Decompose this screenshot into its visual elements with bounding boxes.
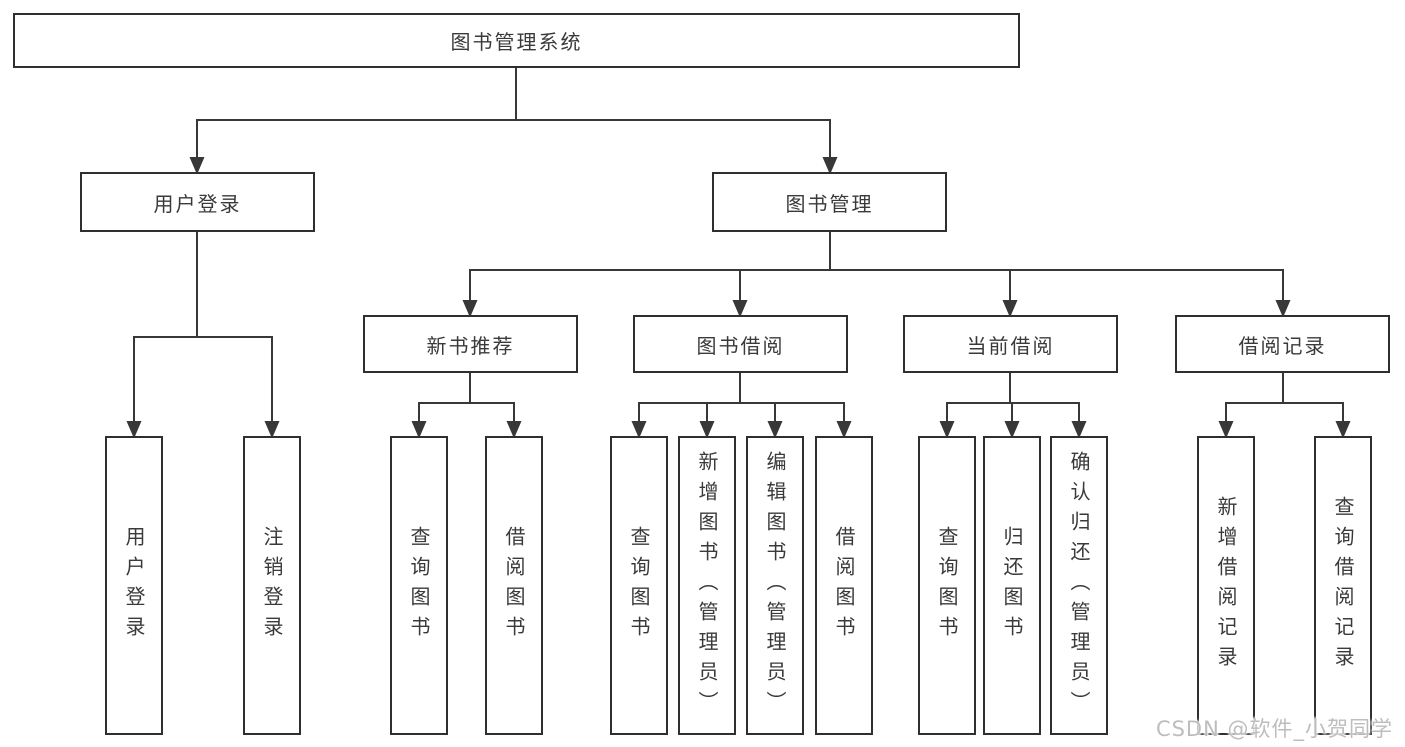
leaf-borrow-borrow-books-label: 借阅图书 <box>832 525 856 646</box>
csdn-watermark: CSDN @软件_小贺同学 <box>1155 717 1393 741</box>
node-book-borrow-label: 图书借阅 <box>696 333 785 358</box>
leaf-edit-book-admin: 编辑图书（管理员） <box>746 436 804 735</box>
node-current-borrow-label: 当前借阅 <box>966 333 1055 358</box>
leaf-borrow-borrow-books: 借阅图书 <box>815 436 873 735</box>
leaf-borrow-query-books-label: 查询图书 <box>627 525 651 646</box>
leaf-query-borrow-record-label: 查询借阅记录 <box>1331 495 1355 676</box>
leaf-confirm-return-admin: 确认归还（管理员） <box>1050 436 1108 735</box>
node-book-management: 图书管理 <box>712 172 947 232</box>
leaf-add-book-admin-label: 新增图书（管理员） <box>695 450 719 721</box>
node-root-label: 图书管理系统 <box>450 30 583 54</box>
node-borrow-records: 借阅记录 <box>1175 315 1390 373</box>
leaf-add-borrow-record-label: 新增借阅记录 <box>1214 495 1238 676</box>
node-borrow-records-label: 借阅记录 <box>1238 333 1327 358</box>
leaf-current-query-books: 查询图书 <box>918 436 976 735</box>
leaf-borrow-query-books: 查询图书 <box>610 436 668 735</box>
leaf-newbook-borrow-books: 借阅图书 <box>485 436 543 735</box>
node-root: 图书管理系统 <box>13 13 1020 68</box>
leaf-query-borrow-record: 查询借阅记录 <box>1314 436 1372 735</box>
leaf-newbook-query-books-label: 查询图书 <box>407 525 431 646</box>
leaf-logout: 注销登录 <box>243 436 301 735</box>
node-new-book-recommend: 新书推荐 <box>363 315 578 373</box>
node-user-login: 用户登录 <box>80 172 315 232</box>
node-book-borrow: 图书借阅 <box>633 315 848 373</box>
leaf-current-query-books-label: 查询图书 <box>935 525 959 646</box>
leaf-edit-book-admin-label: 编辑图书（管理员） <box>763 450 787 721</box>
node-current-borrow: 当前借阅 <box>903 315 1118 373</box>
leaf-add-book-admin: 新增图书（管理员） <box>678 436 736 735</box>
node-book-management-label: 图书管理 <box>785 191 874 216</box>
leaf-user-login: 用户登录 <box>105 436 163 735</box>
leaf-add-borrow-record: 新增借阅记录 <box>1197 436 1255 735</box>
leaf-logout-label: 注销登录 <box>260 525 284 646</box>
leaf-user-login-label: 用户登录 <box>122 525 146 646</box>
leaf-confirm-return-admin-label: 确认归还（管理员） <box>1067 450 1091 721</box>
node-user-login-label: 用户登录 <box>153 191 242 216</box>
node-new-book-recommend-label: 新书推荐 <box>426 333 515 358</box>
leaf-newbook-query-books: 查询图书 <box>390 436 448 735</box>
leaf-newbook-borrow-books-label: 借阅图书 <box>502 525 526 646</box>
leaf-return-books: 归还图书 <box>983 436 1041 735</box>
leaf-return-books-label: 归还图书 <box>1000 525 1024 646</box>
